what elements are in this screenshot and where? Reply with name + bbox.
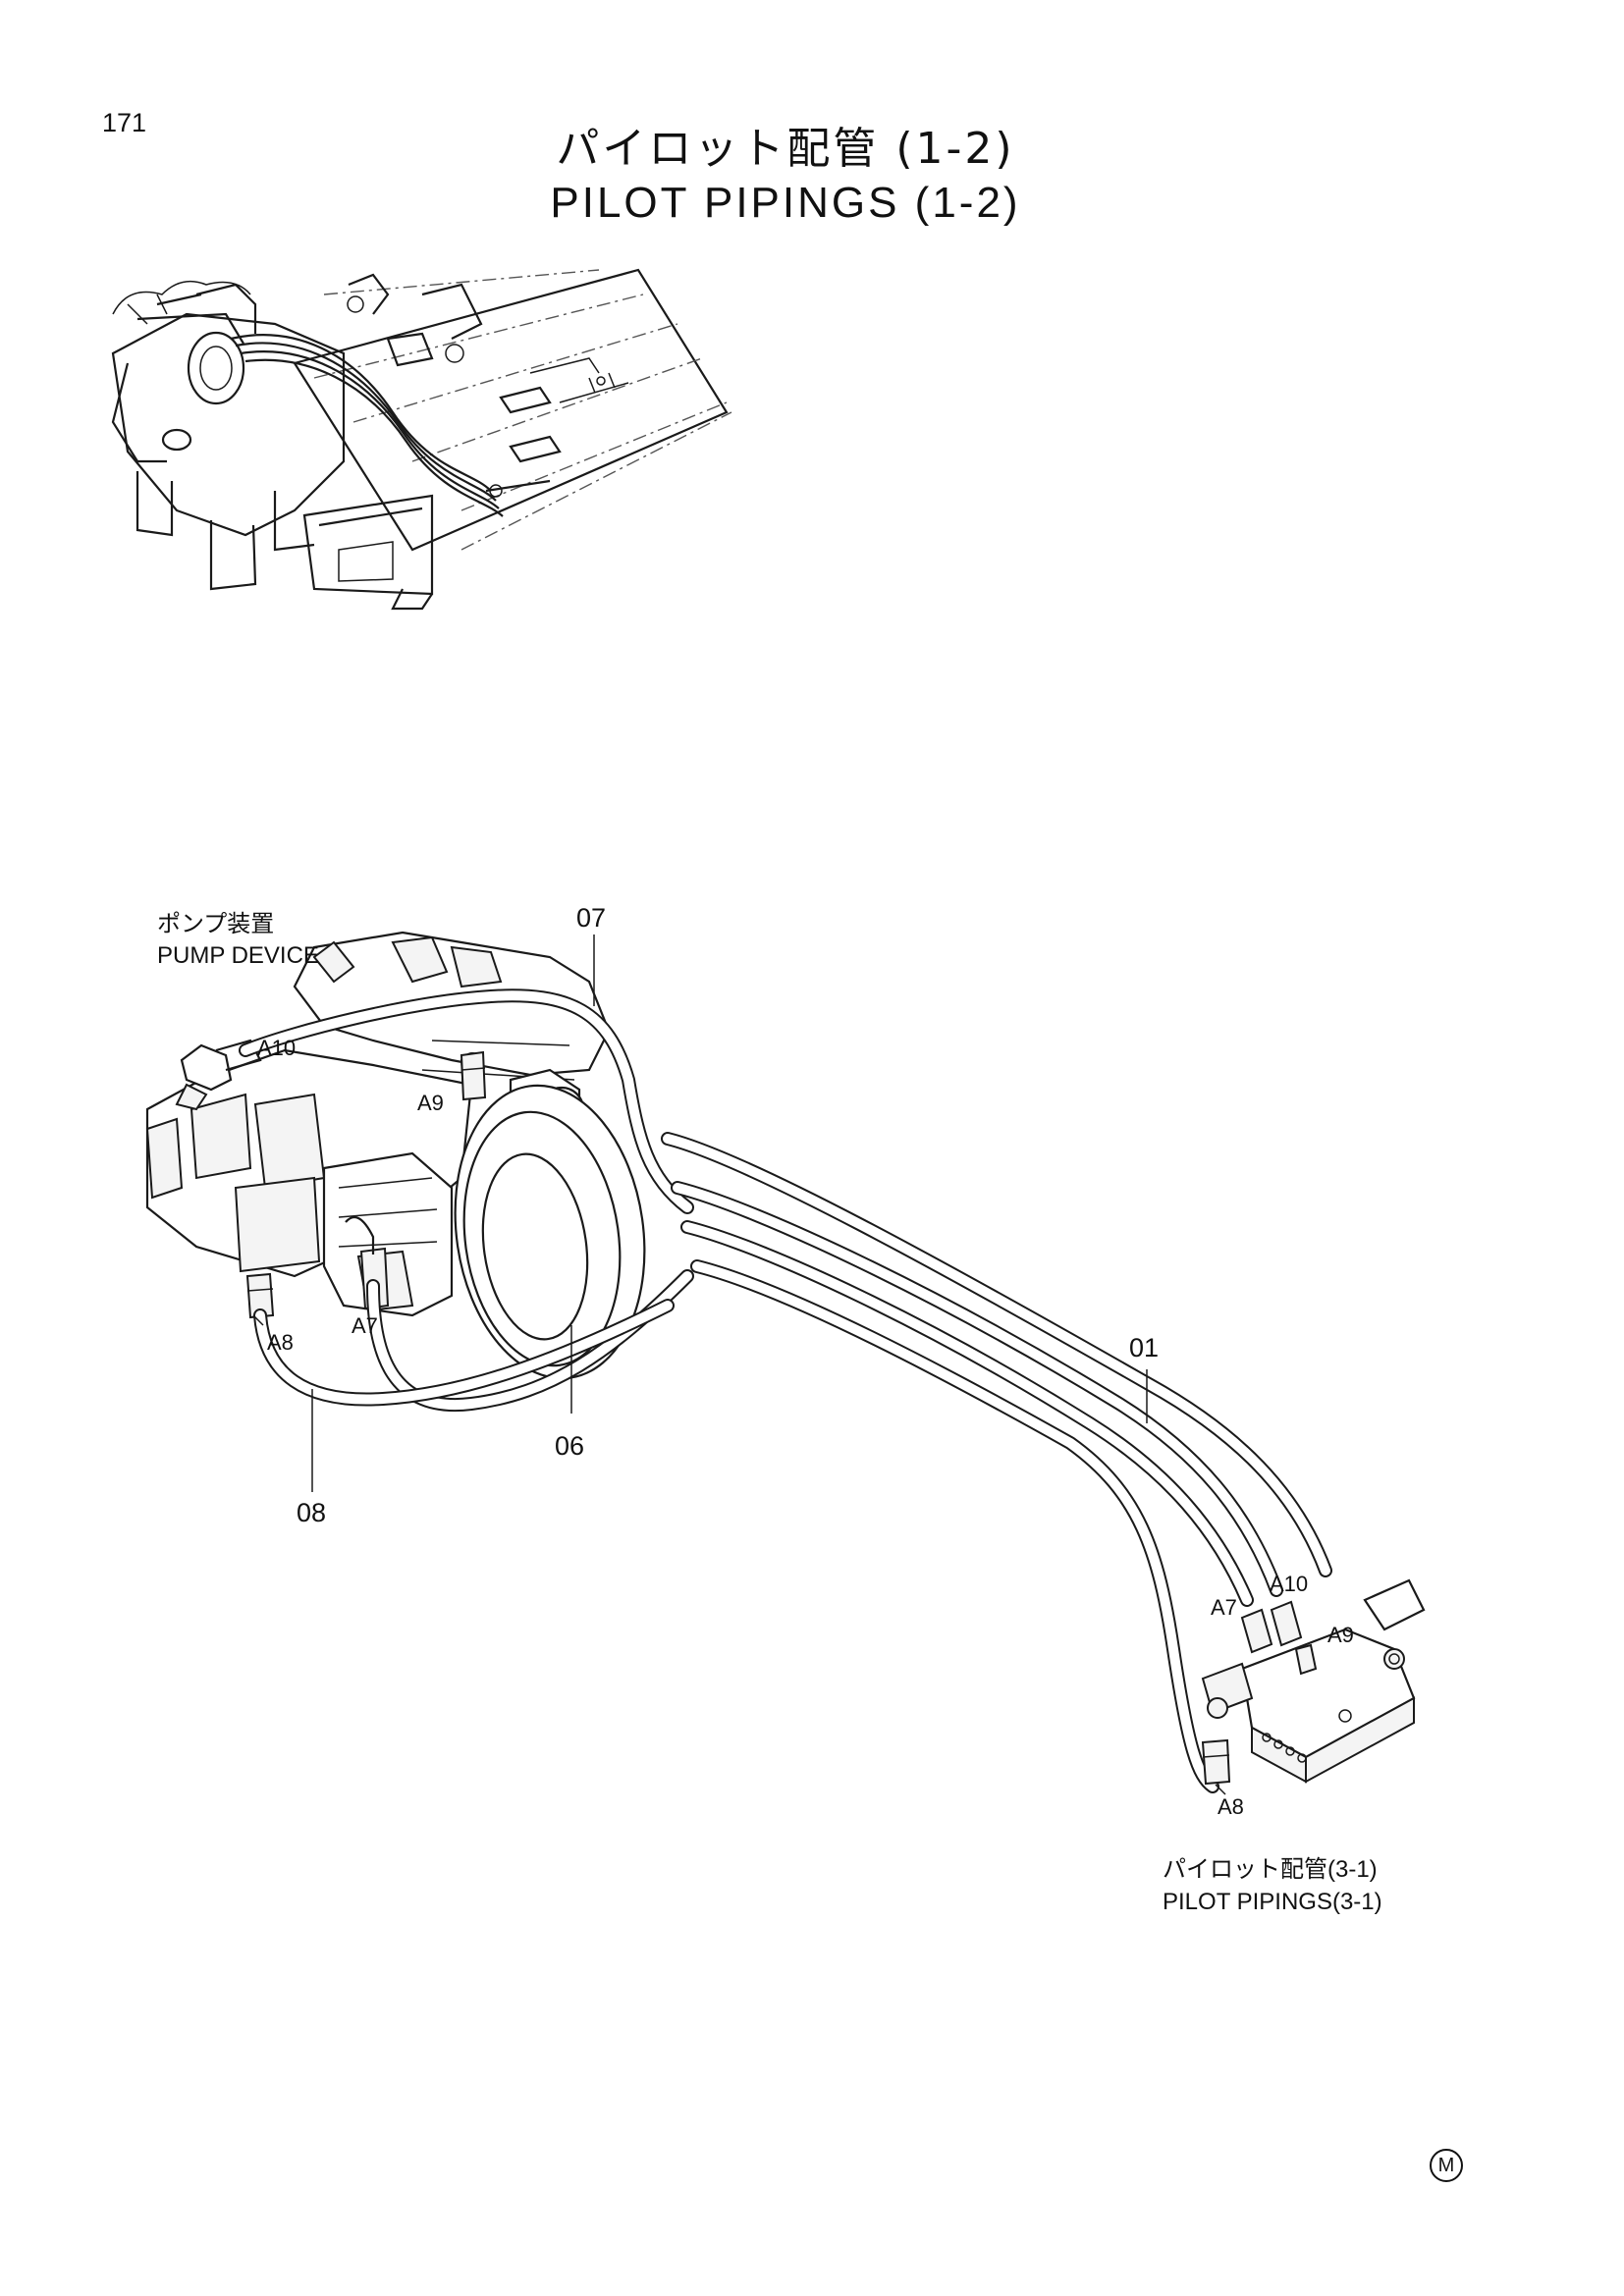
pipe-07 — [239, 988, 694, 1214]
manufacturer-mark-icon: M — [1430, 2149, 1463, 2182]
pump-device-label-ja: ポンプ装置 — [157, 911, 275, 937]
reference-label-ja: パイロット配管(3-1) — [1163, 1856, 1378, 1883]
machine-frame-overview — [111, 268, 732, 611]
reference-label-en: PILOT PIPINGS(3-1) — [1163, 1889, 1382, 1915]
flywheel-housing-ring — [454, 1084, 646, 1380]
port-label-pump-a10: A10 — [257, 1036, 297, 1060]
page-number: 171 — [102, 108, 147, 137]
callout-08: 08 — [297, 1498, 327, 1527]
port-label-valve-a10: A10 — [1270, 1572, 1309, 1596]
page-title-japanese: パイロット配管 (1-2) — [556, 124, 1015, 174]
pipe-bundle-01 — [661, 1132, 1332, 1793]
port-label-pump-a7: A7 — [352, 1313, 378, 1338]
port-label-valve-a8: A8 — [1218, 1794, 1244, 1819]
callout-07: 07 — [576, 903, 607, 933]
pilot-valve-block — [1201, 1578, 1426, 1786]
pump-device-label-en: PUMP DEVICE — [157, 942, 319, 969]
leader-lines — [252, 934, 1226, 1795]
port-label-pump-a8: A8 — [267, 1330, 294, 1355]
pipe-06 — [366, 1269, 694, 1413]
callout-06: 06 — [555, 1431, 585, 1461]
page-title-english: PILOT PIPINGS (1-2) — [550, 179, 1021, 227]
pipe-08 — [253, 1299, 675, 1407]
port-label-valve-a7: A7 — [1211, 1595, 1237, 1620]
callout-01: 01 — [1129, 1333, 1160, 1362]
port-label-valve-a9: A9 — [1327, 1623, 1354, 1647]
port-label-pump-a9: A9 — [417, 1091, 444, 1115]
